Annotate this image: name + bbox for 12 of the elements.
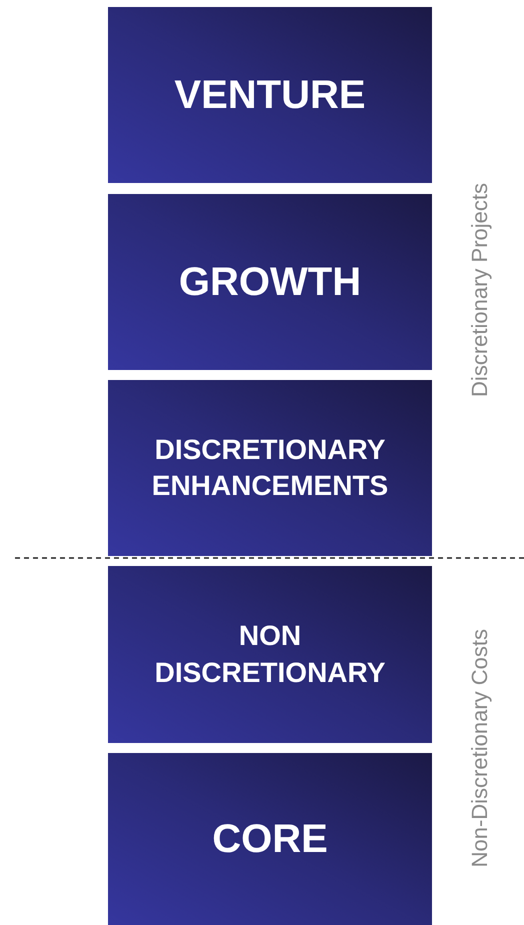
level-label: GROWTH xyxy=(178,259,362,306)
level-label: NON DISCRETIONARY xyxy=(154,619,386,690)
level-box xyxy=(108,380,432,556)
level-label: CORE xyxy=(212,816,328,863)
level-box xyxy=(108,753,432,925)
level-box xyxy=(108,7,432,183)
level-box xyxy=(108,566,432,743)
side-label: Discretionary Projects xyxy=(467,183,493,397)
level-box xyxy=(108,194,432,370)
side-label: Non-Discretionary Costs xyxy=(467,628,493,868)
level-label: DISCRETIONARY ENHANCEMENTS xyxy=(150,432,390,503)
level-label: VENTURE xyxy=(174,72,366,119)
